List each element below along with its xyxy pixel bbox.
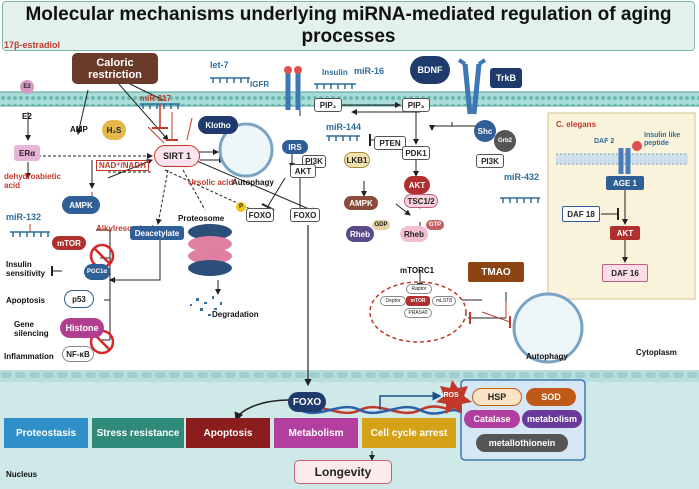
raptor-node: Raptor	[406, 284, 432, 294]
nfkb-node: NF-κB	[62, 346, 94, 362]
autophagy-label-1: Autophagy	[232, 178, 274, 187]
apoptosis-left-label: Apoptosis	[6, 296, 46, 305]
metabolism-box: Metabolism	[274, 418, 358, 448]
mirna-marks	[10, 77, 540, 237]
akt-node-2: AKT	[404, 176, 430, 194]
rheb-gtp-node: Rheb	[400, 226, 428, 242]
autophagy-label-2: Autophagy	[526, 352, 568, 361]
pgc1a-node: PGC1α	[84, 264, 110, 280]
mlst8-node: mLST8	[432, 296, 456, 306]
daf18-node: DAF 18	[562, 206, 600, 222]
estradiol-label: 17β-estradiol	[4, 40, 61, 50]
celegans-title: C. elegans	[556, 120, 597, 129]
insulin-like-peptide-label: Insulin like peptide	[644, 132, 681, 147]
daf16-node: DAF 16	[602, 264, 648, 282]
degradation-fragments	[190, 296, 222, 316]
foxo-nuclear-node: FOXO	[288, 392, 326, 412]
mir217-label: miR-217	[140, 94, 172, 103]
mir132-label: miR-132	[6, 212, 42, 222]
diagram-title: Molecular mechanisms underlying miRNA-me…	[2, 1, 695, 51]
mtor-node: mTOR	[52, 236, 86, 250]
proteasome-shape	[188, 224, 232, 295]
let7-label: let-7	[210, 60, 229, 70]
nucleus-label: Nucleus	[6, 470, 38, 479]
lkb1-node: LKB1	[344, 152, 370, 168]
cell-cycle-arrest-box: Cell cycle arrest	[362, 418, 456, 448]
mir144-label: miR-144	[326, 122, 362, 132]
amp-label: AMP	[70, 125, 88, 134]
cytoplasm-label: Cytoplasm	[636, 348, 677, 357]
deacetylate-node: Deacetylate	[130, 226, 184, 240]
ursolic-label: Ursolic acid	[188, 178, 234, 187]
akt-node: AKT	[290, 164, 316, 178]
pras40-node: PRAS40	[404, 308, 432, 318]
mtorc1-complex	[369, 281, 467, 343]
sod-node: SOD	[526, 388, 576, 406]
autophagy-vesicle-1	[218, 122, 274, 178]
inflammation-label: Inflammation	[4, 352, 54, 361]
dehydroabietic-label: dehydroabietic acid	[4, 172, 61, 190]
metabolism-gene-node: metabolism	[522, 410, 582, 428]
gene-silencing-label: Gene silencing	[14, 320, 49, 338]
age1-node: AGE 1	[606, 176, 644, 190]
phospho-badge: P	[236, 202, 246, 212]
deptor-node: Deptor	[380, 296, 406, 306]
insulin-label: Insulin	[322, 68, 348, 77]
akt-node-celegans: AKT	[610, 226, 640, 240]
sirt1-node: SIRT 1	[154, 145, 200, 167]
plasma-membrane	[0, 92, 699, 106]
proteosome-label: Proteosome	[178, 214, 225, 223]
tmao-node: TMAO	[468, 262, 524, 282]
ros-star	[436, 380, 472, 414]
pi3k-node-2: PI3K	[476, 154, 504, 168]
tsc-node: TSC1/2	[404, 194, 438, 208]
hsp-node: HSP	[472, 388, 522, 406]
caloric-restriction-node: Caloric restriction	[72, 53, 158, 84]
stress-resistance-box: Stress resistance	[92, 418, 184, 448]
insulin-sensitivity-label: Insulin sensitivity	[6, 260, 46, 278]
degradation-label: Degradation	[212, 310, 259, 319]
longevity-box: Longevity	[294, 460, 392, 484]
ros-label: ↓ROS	[440, 392, 459, 399]
e2-label: E2	[22, 112, 32, 121]
trkb-node: TrkB	[490, 68, 522, 88]
p53-node: p53	[64, 290, 94, 308]
pten-node: PTEN	[374, 136, 406, 150]
mir16-label: miR-16	[354, 66, 385, 76]
klotho-node: Klotho	[198, 116, 238, 134]
gdp-badge: GDP	[372, 220, 390, 230]
daf2-label: DAF 2	[594, 138, 615, 145]
irs-node: IRS	[282, 140, 308, 154]
bdnf-node: BDNF	[410, 56, 450, 84]
h2s-node: H₂S	[102, 120, 126, 140]
foxo-node-1: FOXO	[246, 208, 274, 222]
proteostasis-box: Proteostasis	[4, 418, 88, 448]
shc-node: Shc	[474, 120, 496, 142]
rheb-gdp-node: Rheb	[346, 226, 374, 242]
alkylresorcinols-label: Alkylresorcinols	[96, 224, 159, 233]
catalase-node: Catalase	[464, 410, 520, 428]
ampk-node-2: AMPK	[344, 196, 378, 210]
histone-node: Histone	[60, 318, 104, 338]
era-node: ERα	[14, 145, 40, 161]
igfr-label: IGFR	[250, 80, 270, 89]
foxo-node-2: FOXO	[290, 208, 320, 222]
metallothionein-node: metallothionein	[476, 434, 568, 452]
mtor-core-node: mTOR	[406, 296, 430, 306]
pip3-node: PIP₃	[402, 98, 430, 112]
mir432-label: miR-432	[504, 172, 540, 182]
pip2-node: PIP₂	[314, 98, 342, 112]
mtorc1-label: mTORC1	[400, 266, 435, 275]
gtp-badge: GTP	[426, 220, 444, 230]
ampk-node: AMPK	[62, 196, 100, 214]
nad-label: NAD⁺/NADH	[96, 160, 149, 171]
nuclear-membrane	[0, 370, 699, 382]
apoptosis-box: Apoptosis	[186, 418, 270, 448]
autophagy-vesicle-2	[512, 292, 584, 364]
e2-circle: E2	[20, 80, 34, 94]
pdk1-node: PDK1	[402, 146, 430, 160]
grb2-node: Grb2	[494, 130, 516, 152]
